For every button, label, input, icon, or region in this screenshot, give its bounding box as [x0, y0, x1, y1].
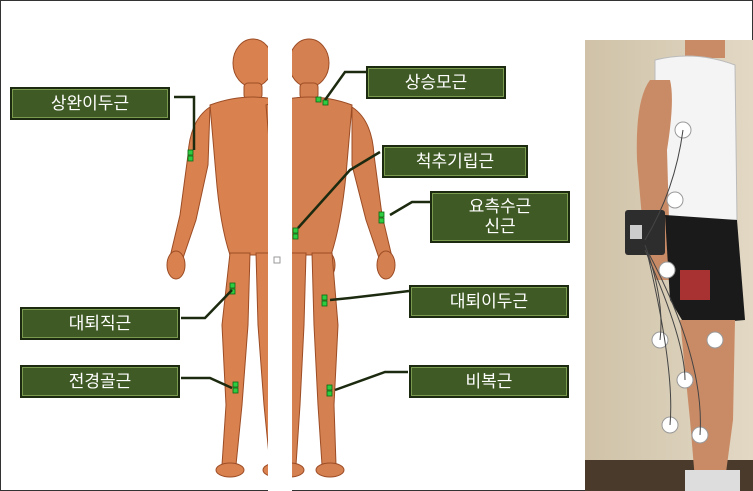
label-upper-trapezius: 상승모근	[366, 66, 506, 99]
label-tibialis-anterior: 전경골근	[20, 365, 180, 398]
subject-photo	[585, 40, 753, 491]
label-rectus-femoris: 대퇴직근	[20, 307, 180, 340]
label-erector-spinae: 척추기립근	[382, 145, 528, 178]
label-gastrocnemius: 비복근	[409, 365, 569, 398]
label-biceps-brachii: 상완이두근	[10, 87, 170, 120]
label-extensor-carpi-radialis: 요측수근 신근	[430, 191, 570, 243]
label-biceps-femoris: 대퇴이두근	[409, 285, 569, 318]
